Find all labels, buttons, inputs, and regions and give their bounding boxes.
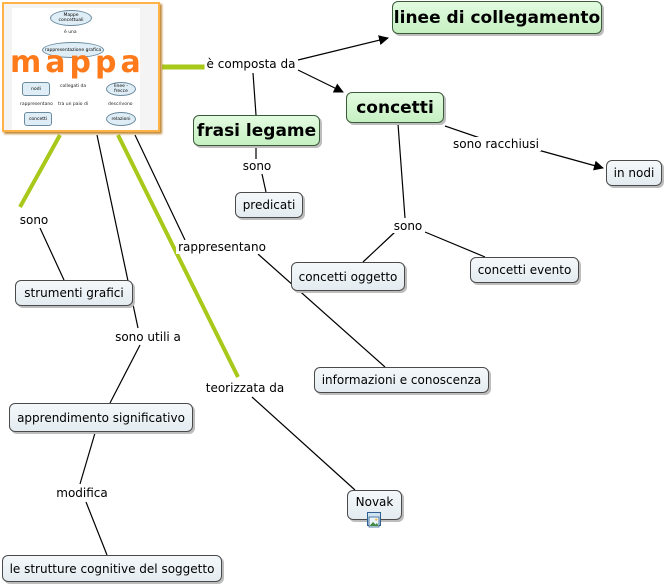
link-line-apprendimento xyxy=(109,344,141,404)
mappa-title: mappa xyxy=(10,45,145,80)
link-label-modifica[interactable]: modifica xyxy=(54,486,110,500)
node-strumenti-grafici[interactable]: strumenti grafici xyxy=(15,280,133,306)
link-label-sono-concetti[interactable]: sono xyxy=(391,219,425,233)
mini-label-e-una: è una xyxy=(64,30,77,35)
link-line-teorizzata-thick xyxy=(116,134,240,378)
mini-label-tra: tra un paio di xyxy=(58,102,89,107)
link-label-teorizzata-da[interactable]: teorizzata da xyxy=(203,381,287,395)
link-line-sono-oggetto xyxy=(362,231,396,263)
mini-label-rappresentano: rappresentano xyxy=(20,102,53,107)
node-in-nodi[interactable]: in nodi xyxy=(606,160,662,186)
link-line-sono-strumenti xyxy=(39,227,65,281)
mini-node-nodi: nodi xyxy=(22,82,50,96)
node-concetti-evento[interactable]: concetti evento xyxy=(470,257,579,283)
mini-node-rappresentazione: rappresentazione grafica xyxy=(42,42,104,58)
link-line-rappresentano xyxy=(134,134,186,241)
link-line-concetti-sono xyxy=(397,123,406,219)
node-informazioni-e-conoscenza[interactable]: informazioni e conoscenza xyxy=(314,367,489,393)
node-apprendimento-significativo[interactable]: apprendimento significativo xyxy=(9,403,193,432)
link-arrow-linee xyxy=(297,35,389,61)
mini-label-descrivono: descrivono xyxy=(108,102,133,107)
mini-node-linee: linee - frecce xyxy=(106,82,136,96)
mini-node-concetti: concetti xyxy=(24,112,52,126)
landscape-icon xyxy=(368,516,380,528)
mini-node-mappe: Mappe concettuali xyxy=(50,10,92,26)
link-label-sono-utili-a[interactable]: sono utili a xyxy=(113,330,183,344)
link-label-sono-strumenti[interactable]: sono xyxy=(17,213,51,227)
link-label-rappresentano[interactable]: rappresentano xyxy=(176,240,268,254)
link-label-sono-predicati[interactable]: sono xyxy=(240,159,274,173)
link-line-novak xyxy=(251,396,356,491)
node-predicati[interactable]: predicati xyxy=(235,192,303,218)
thumbnail-canvas: Mappe concettuali è una rappresentazione… xyxy=(12,8,140,130)
link-label-sono-racchiusi[interactable]: sono racchiusi xyxy=(451,137,541,151)
node-strutture-cognitive[interactable]: le strutture cognitive del soggetto xyxy=(2,555,222,582)
link-arrow-in-nodi xyxy=(537,149,604,171)
mini-node-relazioni: relazioni xyxy=(106,112,136,126)
link-line-informazioni xyxy=(257,253,386,368)
mini-label-collegati: collegati da xyxy=(60,84,87,89)
link-label-e-composta-da[interactable]: è composta da xyxy=(204,57,298,71)
link-arrow-concetti xyxy=(297,69,344,93)
mappa-thumbnail-node[interactable]: Mappe concettuali è una rappresentazione… xyxy=(2,2,160,132)
node-frasi-legame[interactable]: frasi legame xyxy=(193,115,320,146)
link-line-sono-evento xyxy=(424,231,486,258)
link-line-sono-predicati xyxy=(261,173,267,193)
link-line-strutture xyxy=(85,501,108,556)
image-resource-icon[interactable] xyxy=(367,512,381,528)
link-line-sono-thick xyxy=(18,134,62,208)
link-line-frasi xyxy=(252,72,257,116)
link-line-racchiusi xyxy=(444,125,481,139)
link-line-modifica xyxy=(79,432,96,485)
node-concetti-oggetto[interactable]: concetti oggetto xyxy=(291,262,405,291)
node-linee-di-collegamento[interactable]: linee di collegamento xyxy=(392,1,602,34)
node-concetti[interactable]: concetti xyxy=(346,92,444,123)
